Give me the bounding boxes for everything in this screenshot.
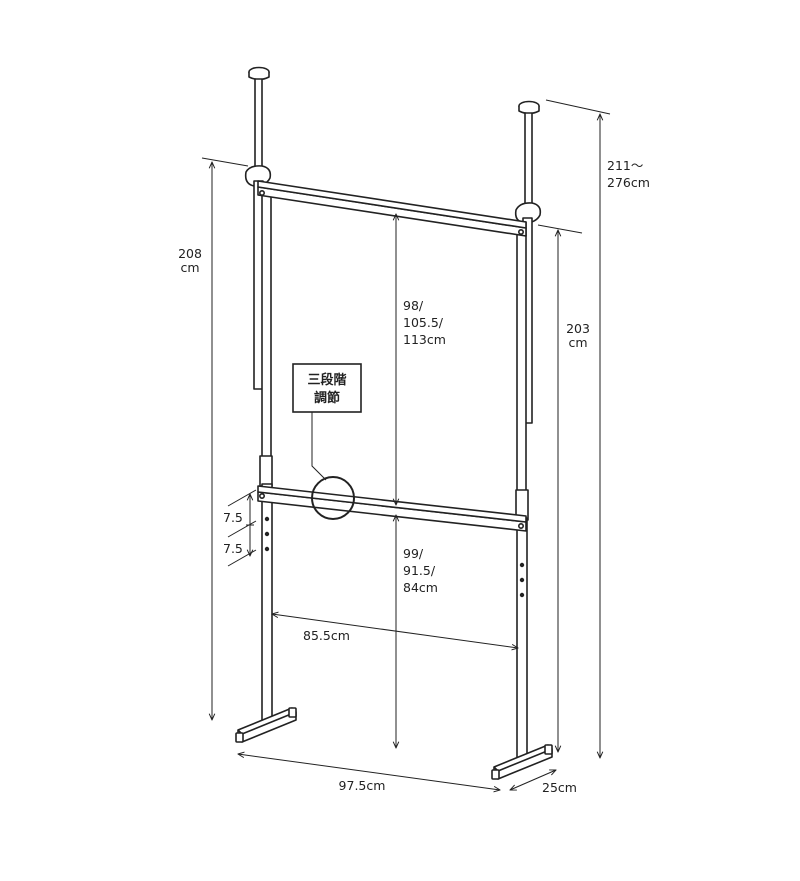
lower-gap-label-1: 99/	[403, 546, 424, 561]
callout-line-2: 調節	[314, 390, 340, 406]
left-height-label-1: 208	[178, 246, 202, 261]
right-height-extension	[537, 224, 583, 234]
step-lower-label: 7.5	[223, 541, 243, 556]
upper-crossbar	[257, 180, 527, 237]
total-height-label-1: 211～	[607, 158, 643, 173]
inner-width-dimension-line	[272, 614, 518, 648]
total-width-label: 97.5cm	[339, 778, 386, 793]
right-height-label-2: cm	[568, 335, 587, 350]
right-pole	[491, 100, 553, 780]
inner-width-label: 85.5cm	[303, 628, 350, 643]
upper-gap-label-2: 105.5/	[403, 315, 444, 330]
total-height-label-2: 276cm	[607, 175, 650, 190]
right-tension-rod	[524, 112, 533, 208]
lower-gap-label-3: 84cm	[403, 580, 438, 595]
right-height-label-1: 203	[566, 321, 590, 336]
callout-circle	[311, 476, 355, 520]
left-adjuster-knob	[244, 165, 272, 187]
total-width-dimension-line	[238, 754, 500, 790]
total-height-extension	[545, 99, 611, 115]
left-height-label-2: cm	[180, 260, 199, 275]
lower-crossbar	[257, 485, 527, 532]
left-pole	[235, 66, 297, 743]
lower-gap-label-2: 91.5/	[403, 563, 436, 578]
upper-gap-label-1: 98/	[403, 298, 424, 313]
depth-dimension-line	[510, 770, 556, 790]
depth-label: 25cm	[542, 780, 577, 795]
left-height-extension	[201, 157, 249, 167]
callout-line-1: 三段階	[307, 372, 346, 388]
callout-leader	[311, 412, 327, 481]
upper-gap-label-3: 113cm	[403, 332, 446, 347]
right-lower-tube	[516, 517, 528, 759]
callout-box	[292, 363, 362, 413]
step-upper-label: 7.5	[223, 510, 243, 525]
left-tension-rod	[254, 78, 263, 176]
